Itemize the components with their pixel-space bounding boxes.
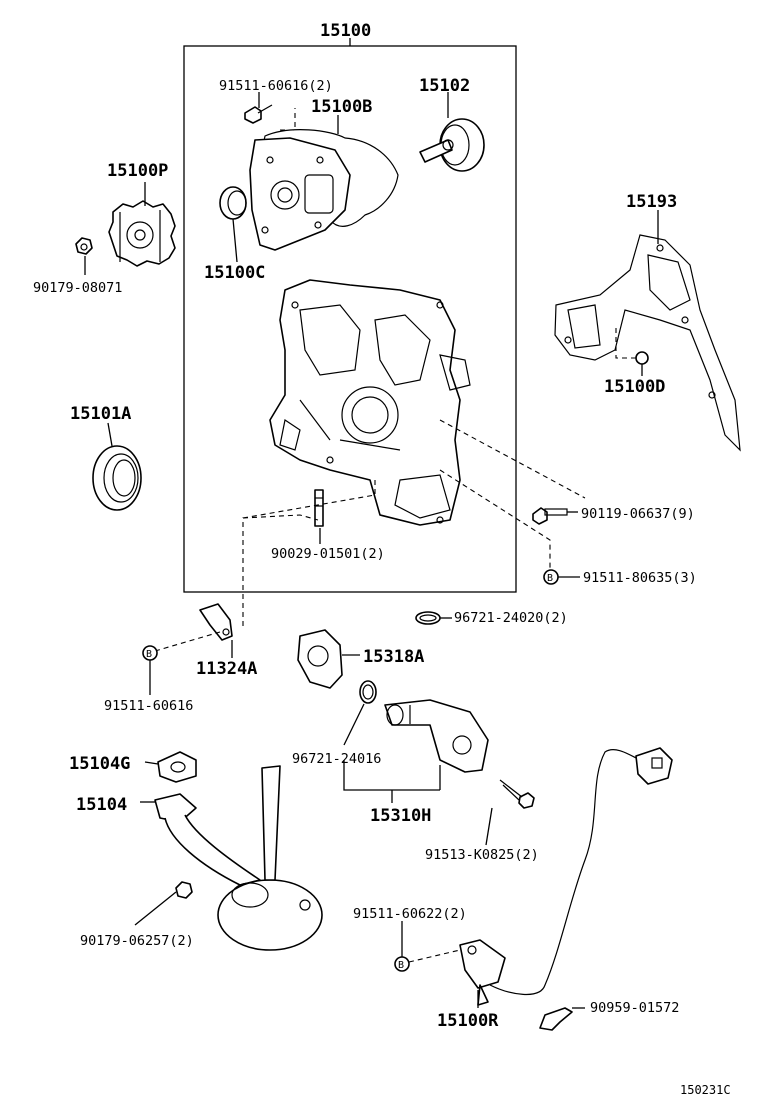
gasket-15318A-icon[interactable] [297,629,343,689]
label-15100D: 15100D [604,377,665,397]
label-91511-60622-2: 91511-60622(2) [353,906,467,922]
bolt-marker-b-icon: B [394,956,410,972]
label-90959-01572: 90959-01572 [590,1000,679,1016]
gasket-15193-icon[interactable] [554,234,741,452]
bolt-marker-b-icon: B [543,569,559,585]
diagram-id: 150231C [680,1083,731,1097]
gasket-15104G-icon[interactable] [157,751,197,783]
label-15310H: 15310H [370,806,431,826]
o-ring-96721-24020-icon[interactable] [415,611,441,625]
relief-valve-15310H-icon[interactable] [384,699,489,773]
rotor-15102-icon[interactable] [419,118,485,172]
connector-icon[interactable] [635,747,673,785]
label-15100: 15100 [320,21,371,41]
svg-text:B: B [398,960,404,971]
o-ring-96721-24016-icon[interactable] [359,680,377,704]
label-96721-24016: 96721-24016 [292,751,381,767]
label-96721-24020-2: 96721-24020(2) [454,610,568,626]
label-15102: 15102 [419,76,470,96]
label-90179-08071: 90179-08071 [33,280,122,296]
bolt-icon[interactable] [244,104,273,124]
bracket-11324A-icon[interactable] [199,603,233,641]
oil-strainer-15104-icon[interactable] [154,765,323,951]
label-15104G: 15104G [69,754,130,774]
bolt-marker-b-icon: B [142,645,158,661]
label-11324A: 11324A [196,659,257,679]
label-90029-01501-2: 90029-01501(2) [271,546,385,562]
bolt-90119-icon[interactable] [532,507,568,525]
label-15100B: 15100B [311,97,372,117]
label-91511-80635-3: 91511-80635(3) [583,570,697,586]
crank-sensor-15100R-icon[interactable] [459,939,506,1006]
oil-seal-15101A-icon[interactable] [92,445,142,511]
drive-gear-15100P-icon[interactable] [108,200,176,267]
nut-icon[interactable] [75,237,93,255]
stud-bolt-icon[interactable] [314,489,324,527]
label-15100P: 15100P [107,161,168,181]
label-15193: 15193 [626,192,677,212]
pin-15100D-icon[interactable] [635,351,649,365]
label-15318A: 15318A [363,647,424,667]
label-15100C: 15100C [204,263,265,283]
bolt-91513-icon[interactable] [499,779,535,809]
label-15101A: 15101A [70,404,131,424]
label-90119-06637-9: 90119-06637(9) [581,506,695,522]
oil-pump-body-icon[interactable] [269,279,461,526]
oil-seal-15100C-icon[interactable] [219,186,247,220]
nut-90179-06257-icon[interactable] [175,881,193,899]
label-15100R: 15100R [437,1011,499,1031]
clip-90959-icon[interactable] [539,1007,573,1031]
label-91513-K0825-2: 91513-K0825(2) [425,847,539,863]
pump-cover-icon[interactable] [249,137,351,251]
label-91511-60616: 91511-60616 [104,698,193,714]
svg-text:B: B [146,649,152,660]
label-15104: 15104 [76,795,127,815]
label-90179-06257-2: 90179-06257(2) [80,933,194,949]
svg-text:B: B [547,573,553,584]
label-91511-60616-2: 91511-60616(2) [219,78,333,94]
